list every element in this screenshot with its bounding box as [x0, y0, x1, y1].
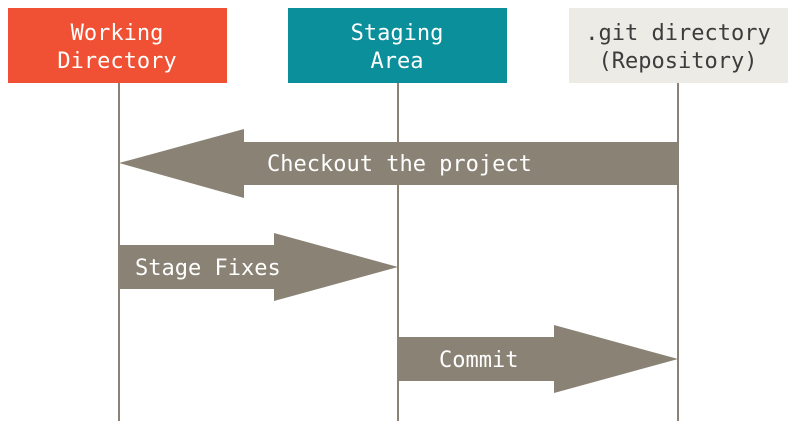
working-directory-box-bg [8, 8, 227, 83]
staging-area-label-line1: Staging [351, 21, 444, 46]
commit-arrow-label: Commit [439, 348, 518, 373]
repository-label-line1: .git directory [585, 21, 770, 46]
commit-arrow-shape [398, 325, 678, 393]
stage-fixes-arrow: Stage Fixes [119, 233, 398, 301]
staging-area-label-line2: Area [371, 49, 424, 74]
repository-box: .git directory (Repository) [569, 8, 788, 83]
repository-label-line2: (Repository) [599, 49, 758, 74]
repository-box-bg [569, 8, 788, 83]
working-directory-label-line1: Working [71, 21, 164, 46]
staging-area-box: Staging Area [288, 8, 507, 83]
checkout-arrow-label: Checkout the project [267, 152, 532, 177]
stage-fixes-arrow-label: Stage Fixes [135, 256, 281, 281]
checkout-arrow: Checkout the project [119, 129, 678, 198]
staging-area-box-bg [288, 8, 507, 83]
working-directory-label-line2: Directory [57, 49, 176, 74]
commit-arrow: Commit [398, 325, 678, 393]
working-directory-box: Working Directory [8, 8, 227, 83]
checkout-arrow-shape [119, 129, 678, 198]
stage-fixes-arrow-shape [119, 233, 398, 301]
